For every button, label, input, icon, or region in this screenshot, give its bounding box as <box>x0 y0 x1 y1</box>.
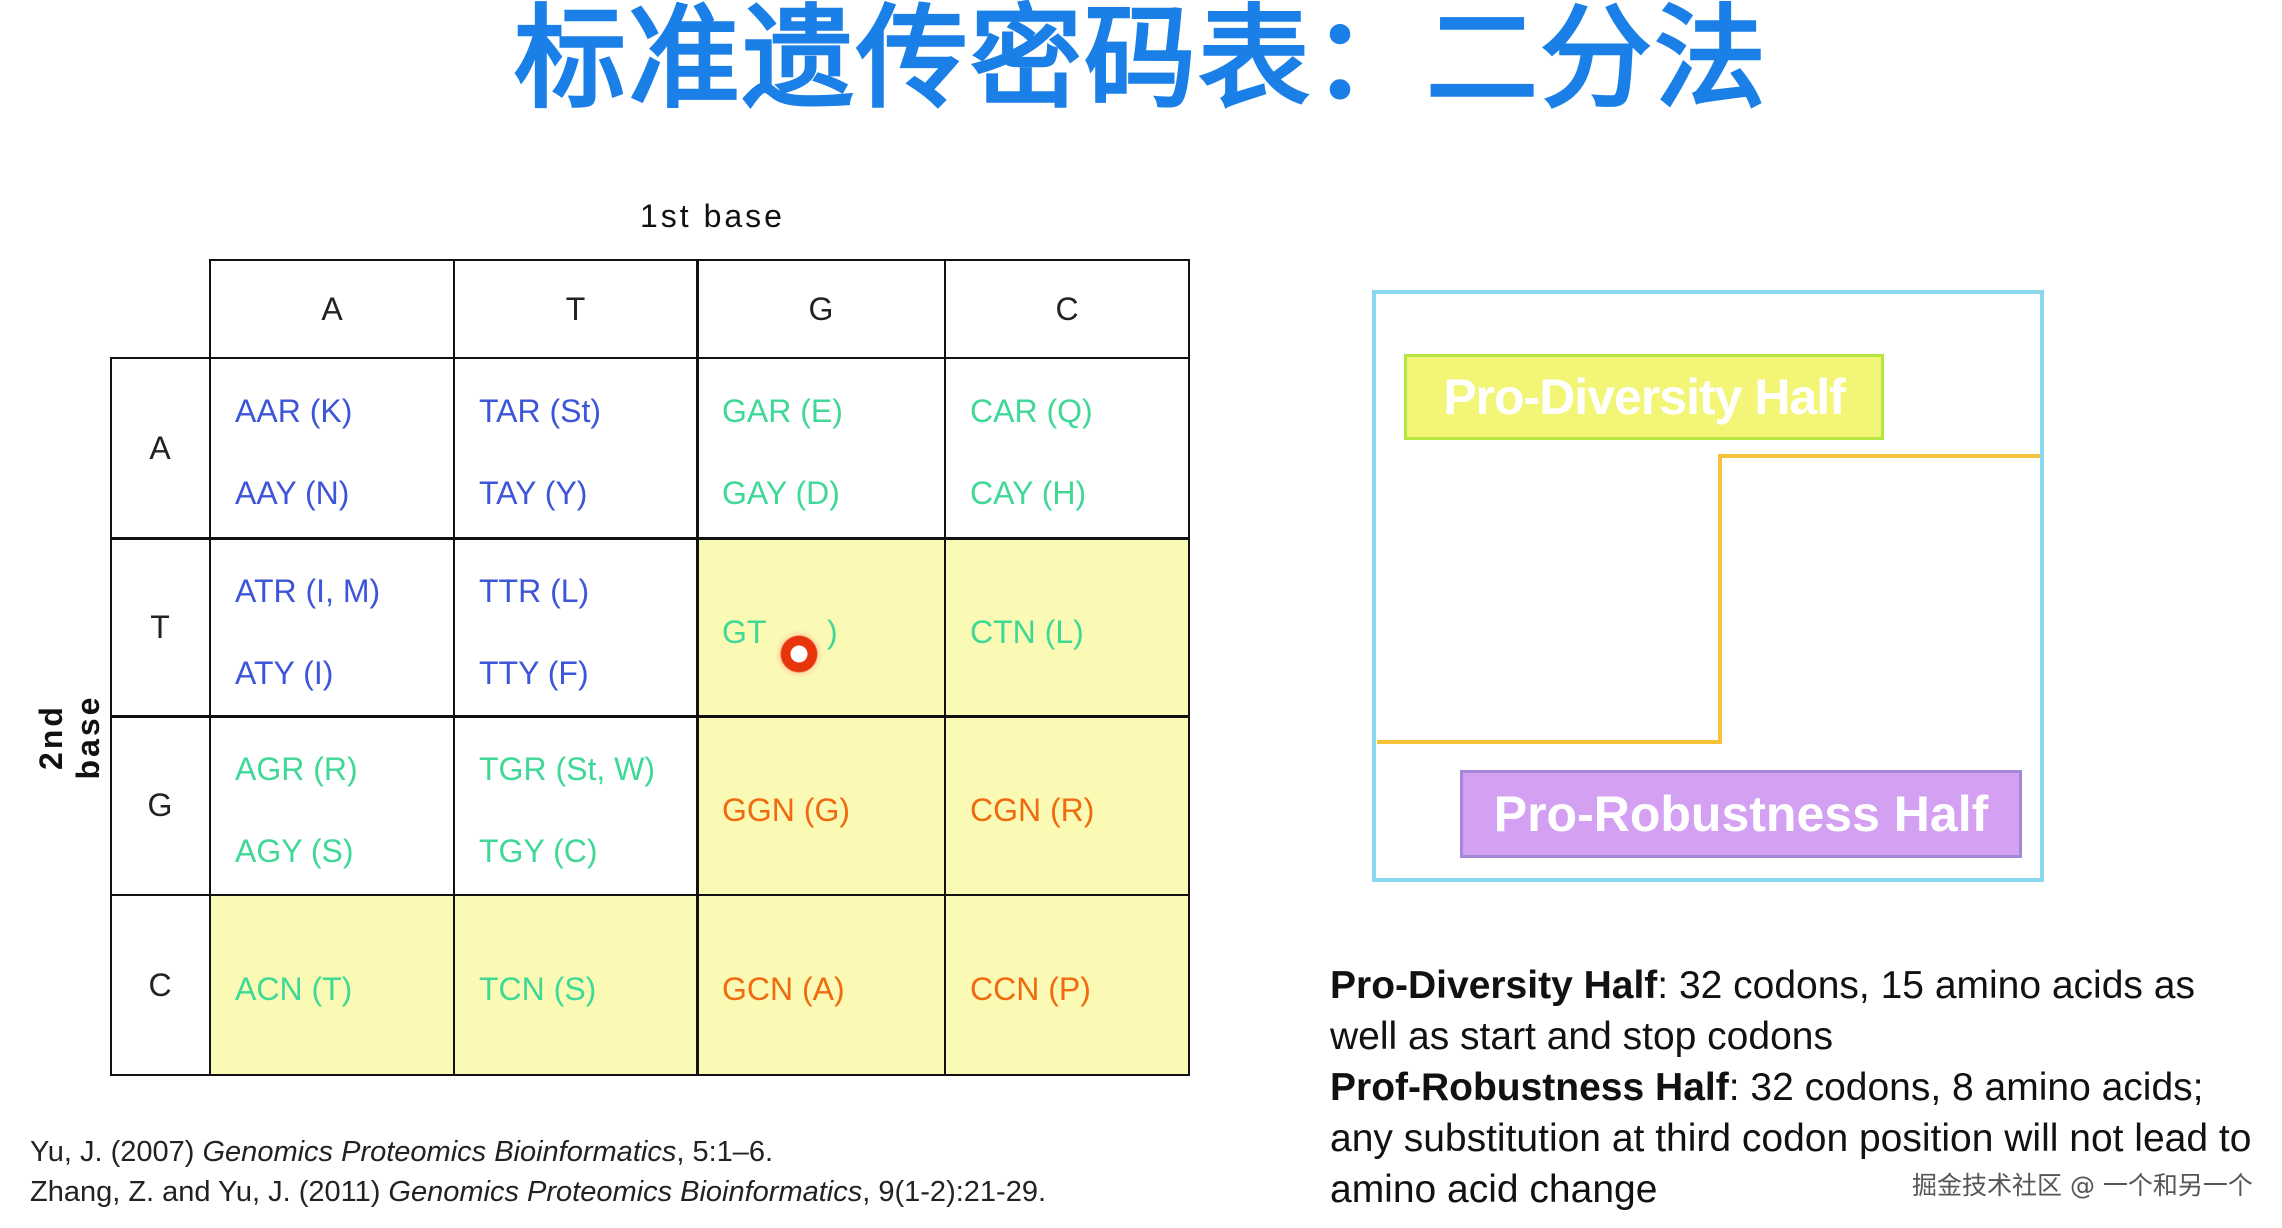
col-header-t: T <box>565 290 586 327</box>
divider-line <box>1718 454 2040 458</box>
codon-cell: TTR (L) TTY (F) <box>454 538 697 716</box>
grid-line <box>209 259 211 1076</box>
codon-cell: AGR (R) AGY (S) <box>210 716 454 895</box>
codon-label: CTN (L) <box>970 614 1084 650</box>
codon-cell: CGN (R) <box>945 716 1189 895</box>
definition: : 32 codons, 8 amino acids; any substitu… <box>1330 1066 2252 1211</box>
codon-cell: CCN (P) <box>945 895 1189 1075</box>
watermark: 掘金技术社区 @ 一个和另一个 <box>1912 1171 2253 1200</box>
codon-label: CGN (R) <box>970 792 1095 828</box>
codon-label: GGN (G) <box>722 792 850 828</box>
codon-cell: AAR (K) AAY (N) <box>210 358 454 538</box>
codon-label: TTR (L) <box>479 573 590 609</box>
divider-line <box>1718 454 1722 744</box>
citation-authors: Zhang, Z. and Yu, J. (2011) <box>30 1176 389 1208</box>
pro-robustness-description: Prof-Robustness Half: 32 codons, 8 amino… <box>1330 1062 2270 1215</box>
codon-cell: TAR (St) TAY (Y) <box>454 358 697 538</box>
grid-line <box>1188 259 1190 1076</box>
grid-line <box>110 357 112 1076</box>
pro-diversity-description: Pro-Diversity Half: 32 codons, 15 amino … <box>1330 960 2270 1062</box>
citation-authors: Yu, J. (2007) <box>30 1136 203 1168</box>
codon-label-tail: ) <box>827 614 838 650</box>
page-title: 标准遗传密码表：二分法 <box>514 0 1768 124</box>
codon-label: TTY (F) <box>479 655 589 691</box>
row-header-c: C <box>148 966 172 1003</box>
codon-cell: TCN (S) <box>454 895 697 1075</box>
grid-line <box>944 259 946 1076</box>
second-base-label: 2nd base <box>33 694 106 780</box>
codon-cell: CTN (L) <box>945 538 1189 716</box>
codon-cell: GGN (G) <box>697 716 945 895</box>
codon-label: AGR (R) <box>235 751 358 787</box>
grid-line <box>696 259 699 1076</box>
codon-label: TCN (S) <box>479 971 597 1007</box>
term: Prof-Robustness Half <box>1330 1066 1729 1109</box>
grid-line <box>210 259 1190 261</box>
divider-line <box>1377 740 1722 744</box>
codon-label: ATR (I, M) <box>235 573 381 609</box>
codon-cell: CAR (Q) CAY (H) <box>945 358 1189 538</box>
col-header-g: G <box>808 290 834 327</box>
col-header-a: A <box>321 290 343 327</box>
citation-journal: Genomics Proteomics Bioinformatics <box>388 1176 863 1208</box>
codon-label: TGR (St, W) <box>479 751 655 787</box>
citation: Zhang, Z. and Yu, J. (2011) Genomics Pro… <box>30 1172 1046 1212</box>
codon-label: ACN (T) <box>235 971 353 1007</box>
codon-label: GCN (A) <box>722 971 845 1007</box>
citation-volume: , 9(1-2):21-29. <box>862 1176 1047 1208</box>
grid-line <box>110 894 1190 896</box>
term: Pro-Diversity Half <box>1330 964 1658 1007</box>
codon-label: GAR (E) <box>722 393 843 429</box>
codon-cell: ACN (T) <box>210 895 454 1075</box>
description-text: Pro-Diversity Half: 32 codons, 15 amino … <box>1330 960 2270 1215</box>
codon-label: CAR (Q) <box>970 393 1093 429</box>
codon-label: GT <box>722 614 767 650</box>
codon-label: AGY (S) <box>235 833 354 869</box>
row-header-g: G <box>147 787 173 823</box>
codon-label: CAY (H) <box>970 475 1087 511</box>
halves-diagram-frame <box>1372 290 2044 882</box>
codon-cell: ATR (I, M) ATY (I) <box>210 538 454 716</box>
grid-line <box>110 1074 1190 1076</box>
codon-label: CCN (P) <box>970 971 1091 1007</box>
grid-line <box>110 715 1190 718</box>
citation: Yu, J. (2007) Genomics Proteomics Bioinf… <box>30 1132 1046 1172</box>
pro-diversity-half-box: Pro-Diversity Half <box>1404 354 1884 440</box>
first-base-label: 1st base <box>640 198 785 234</box>
definition: : 32 codons, 15 amino acids as well as s… <box>1330 964 2195 1058</box>
codon-cell: GT ) <box>697 538 945 716</box>
grid-line <box>110 537 1190 540</box>
codon-label: GAY (D) <box>722 475 840 511</box>
row-header-t: T <box>150 608 170 645</box>
col-header-c: C <box>1055 290 1079 327</box>
codon-cell: GCN (A) <box>697 895 945 1075</box>
highlight-block-c-row <box>210 895 1189 1075</box>
codon-label: ATY (I) <box>235 655 334 691</box>
codon-label: TAR (St) <box>479 393 602 429</box>
codon-label: TGY (C) <box>479 833 598 869</box>
codon-label: AAR (K) <box>235 393 353 429</box>
codon-label: TAY (Y) <box>479 475 588 511</box>
cursor-indicator <box>775 630 823 678</box>
grid-line <box>110 357 1190 359</box>
pro-robustness-half-box: Pro-Robustness Half <box>1460 770 2022 858</box>
citations: Yu, J. (2007) Genomics Proteomics Bioinf… <box>30 1132 1046 1212</box>
grid-line <box>453 259 455 1076</box>
citation-volume: , 5:1–6. <box>676 1136 774 1168</box>
codon-cell: TGR (St, W) TGY (C) <box>454 716 697 895</box>
row-header-a: A <box>149 429 171 466</box>
codon-label: AAY (N) <box>235 475 350 511</box>
codon-cell: GAR (E) GAY (D) <box>697 358 945 538</box>
citation-journal: Genomics Proteomics Bioinformatics <box>202 1136 677 1168</box>
